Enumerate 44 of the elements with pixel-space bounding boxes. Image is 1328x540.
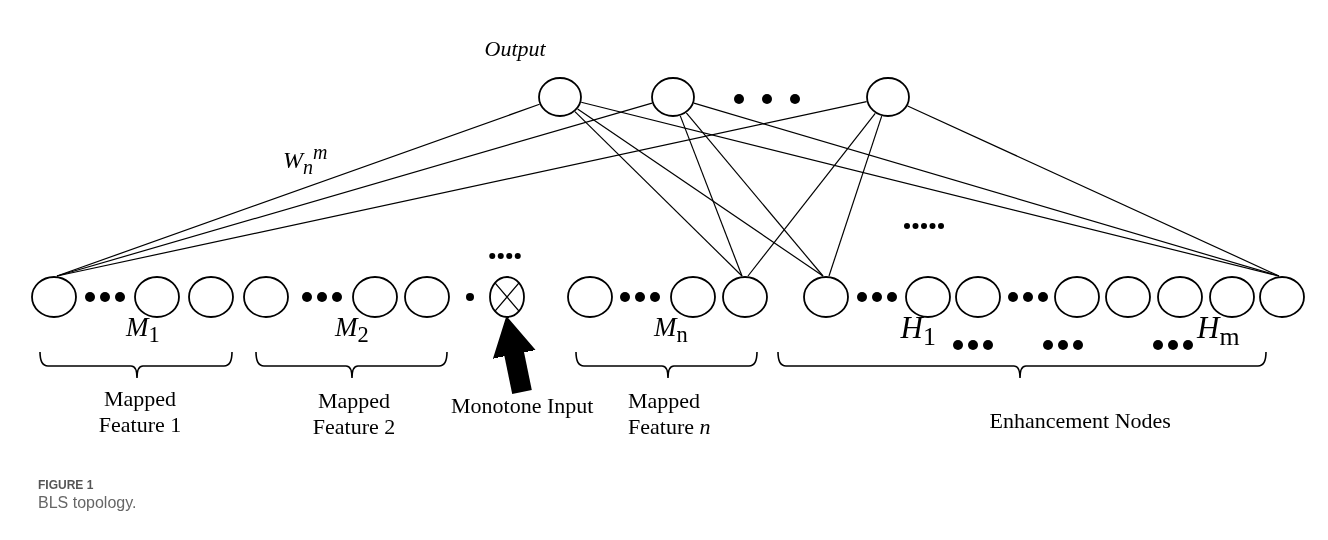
connection-line bbox=[747, 112, 876, 277]
neuron-circle bbox=[1105, 276, 1151, 318]
neuron-circle bbox=[188, 276, 234, 318]
connection-line bbox=[56, 101, 868, 277]
connection-line bbox=[577, 108, 824, 277]
group-label: M$_{1}$ bbox=[126, 311, 160, 349]
output-neuron-circle bbox=[866, 77, 910, 117]
neuron-circle bbox=[1209, 276, 1255, 318]
neuron-circle bbox=[1157, 276, 1203, 318]
output-label: Output bbox=[484, 36, 546, 63]
neuron-circle bbox=[722, 276, 768, 318]
group-caption: Enhancement Nodes bbox=[989, 408, 1171, 435]
neuron-circle bbox=[955, 276, 1001, 318]
group-label: H$_{m}$ bbox=[1197, 309, 1240, 354]
connection-line bbox=[56, 103, 541, 277]
group-caption: Mapped Feature n bbox=[628, 388, 712, 441]
connection-line bbox=[828, 115, 883, 277]
neuron-circle bbox=[803, 276, 849, 318]
neuron-circle bbox=[352, 276, 398, 318]
group-label: H$_{1}$ bbox=[900, 309, 936, 354]
group-label: M$_{2}$ bbox=[335, 311, 369, 349]
group-caption: Mapped Feature 1 bbox=[97, 386, 183, 439]
neuron-circle bbox=[1054, 276, 1100, 318]
neuron-circle bbox=[567, 276, 613, 318]
output-neuron-circle bbox=[538, 77, 582, 117]
neuron-circle bbox=[243, 276, 289, 318]
neuron-circle bbox=[134, 276, 180, 318]
connection-line bbox=[685, 112, 824, 277]
neuron-circle bbox=[404, 276, 450, 318]
connection-line bbox=[574, 111, 743, 277]
neuron-circle bbox=[31, 276, 77, 318]
group-label: M$_{n}$ bbox=[654, 311, 688, 349]
neuron-circle bbox=[670, 276, 716, 318]
neuron-circle bbox=[905, 276, 951, 318]
connection-line bbox=[679, 115, 743, 277]
crossed-circle bbox=[489, 276, 525, 318]
group-caption: Mapped Feature 2 bbox=[311, 388, 397, 441]
output-neuron-circle bbox=[651, 77, 695, 117]
connection-line bbox=[907, 105, 1280, 277]
block-arrow bbox=[493, 317, 536, 394]
figure-caption: BLS topology. bbox=[38, 493, 137, 513]
figure-number: FIGURE 1 bbox=[38, 478, 94, 493]
input-label: Monotone Input bbox=[451, 392, 594, 420]
neuron-circle bbox=[1259, 276, 1305, 318]
